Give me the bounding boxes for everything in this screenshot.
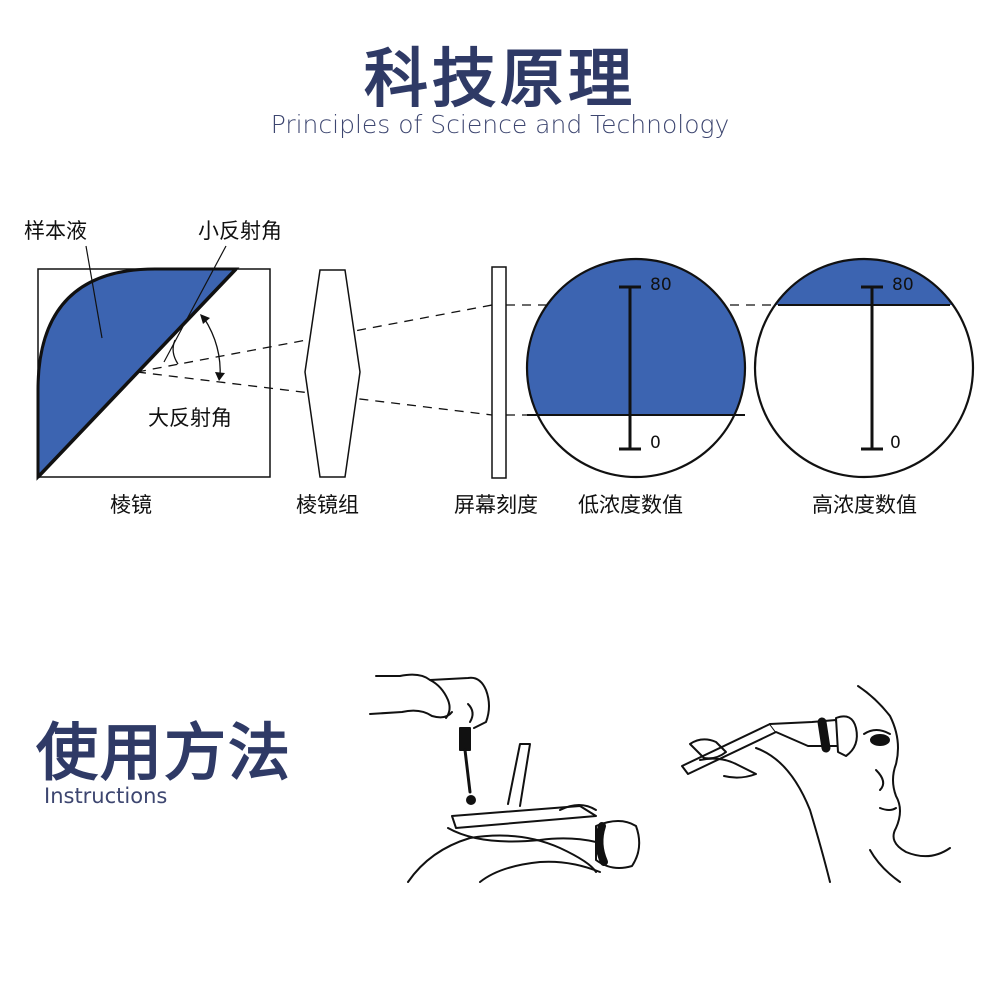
label-prism: 棱镜	[110, 493, 152, 517]
low-concentration-view	[525, 257, 747, 479]
label-large-reflection-angle: 大反射角	[148, 406, 232, 430]
label-high-concentration-value: 高浓度数值	[812, 493, 917, 517]
arc-arrowhead-bottom	[215, 372, 225, 381]
label-low-concentration-value: 低浓度数值	[578, 493, 683, 517]
high-scale-min: 0	[890, 433, 901, 453]
label-screen-scale: 屏幕刻度	[454, 493, 538, 517]
apply-sample-illustration	[369, 673, 641, 883]
sample-leader-line	[85, 245, 103, 339]
label-small-reflection-angle: 小反射角	[198, 219, 282, 243]
screen-plate	[491, 266, 507, 479]
prism-group-lens	[304, 269, 361, 478]
instructions-subtitle: Instructions	[44, 784, 168, 808]
label-prism-group: 棱镜组	[296, 493, 359, 517]
page-subtitle: Principles of Science and Technology	[270, 110, 730, 139]
high-scale-max: 80	[892, 275, 914, 295]
high-concentration-view	[753, 257, 975, 479]
label-sample-liquid: 样本液	[24, 219, 87, 243]
arc-arrowhead-top	[200, 314, 210, 324]
small-angle-arc	[172, 339, 179, 365]
viewing-illustration	[681, 685, 951, 883]
low-scale-max: 80	[650, 275, 672, 295]
low-scale-min: 0	[650, 433, 661, 453]
page-title: 科技原理	[364, 43, 636, 117]
prism	[36, 267, 271, 481]
instructions-title: 使用方法	[36, 716, 293, 789]
prism-diagonal	[36, 267, 238, 479]
low-fill-region	[527, 259, 745, 415]
large-angle-arc	[203, 317, 221, 379]
